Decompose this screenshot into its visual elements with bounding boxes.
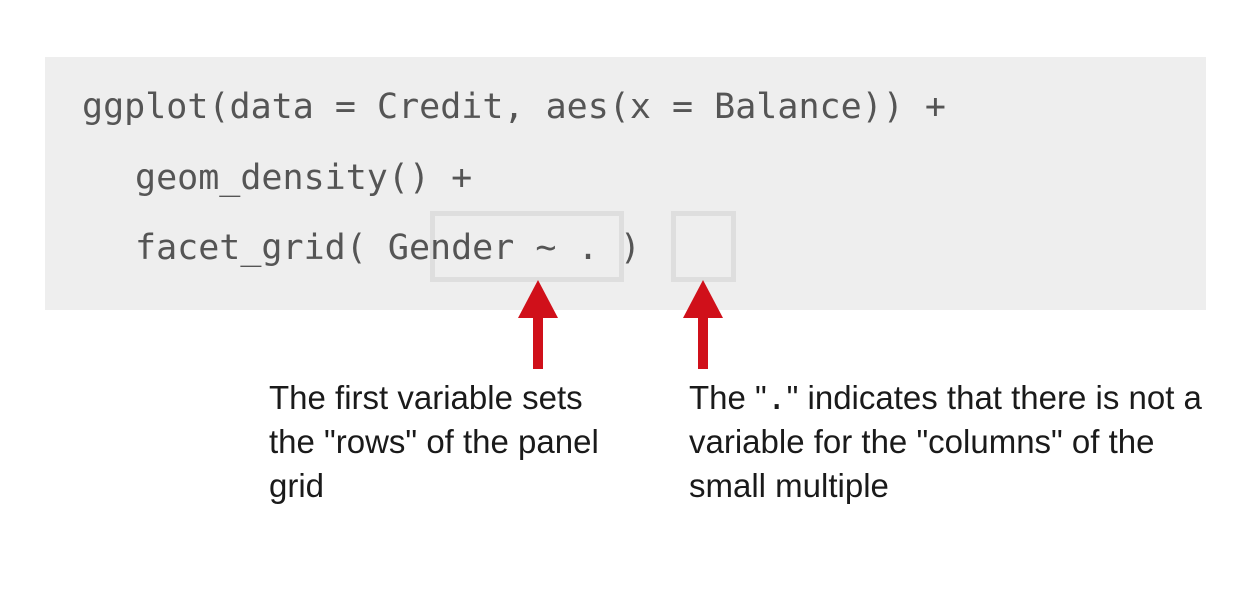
tilde-operator: ~ <box>535 228 557 268</box>
columns-explanation-rest: " indicates that there is not a variable… <box>689 379 1202 504</box>
columns-explanation-prefix: The " <box>689 379 767 416</box>
arrow-to-rows-variable <box>518 280 558 369</box>
closing-paren: ) <box>619 228 641 268</box>
facet-grid-call: facet_grid( <box>135 228 367 268</box>
columns-explanation-dot: . <box>766 378 787 417</box>
code-line-facet-grid: facet_grid( Gender ~ . ) <box>135 231 641 266</box>
code-line-ggplot: ggplot(data = Credit, aes(x = Balance)) … <box>82 87 946 127</box>
columns-variable-highlight <box>671 211 736 282</box>
columns-explanation: The "." indicates that there is not a va… <box>689 376 1209 508</box>
code-block <box>45 57 1206 310</box>
rows-variable: Gender <box>387 228 515 268</box>
arrow-to-columns-placeholder <box>683 280 723 369</box>
rows-explanation: The first variable sets the "rows" of th… <box>269 379 599 504</box>
code-line-geom-density: geom_density() + <box>135 158 473 198</box>
rows-variable-highlight <box>430 211 624 282</box>
columns-placeholder: . <box>577 228 599 268</box>
